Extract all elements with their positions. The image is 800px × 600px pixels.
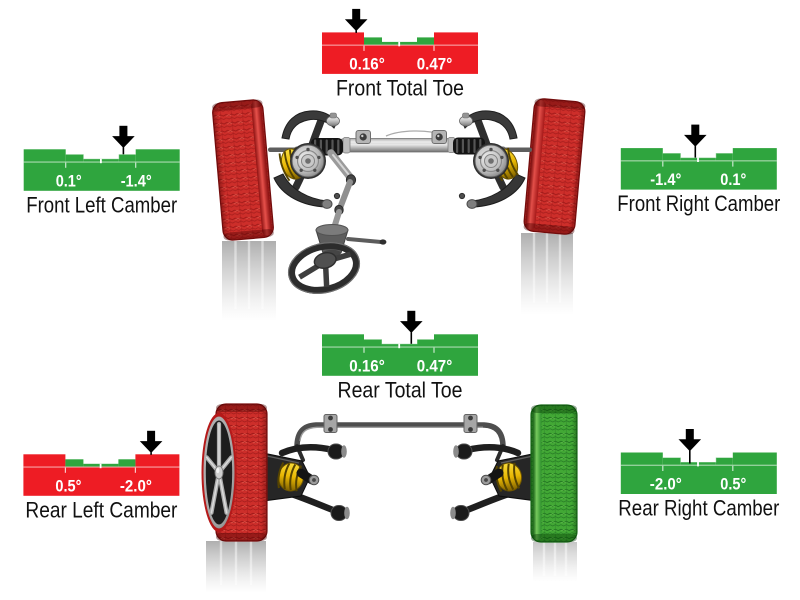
svg-text:0.5°: 0.5° — [55, 477, 81, 495]
svg-text:Rear Left Camber: Rear Left Camber — [25, 497, 177, 522]
svg-text:-1.4°: -1.4° — [650, 171, 681, 189]
svg-text:Front Total Toe: Front Total Toe — [336, 75, 464, 100]
svg-text:-2.0°: -2.0° — [120, 477, 152, 495]
svg-text:0.47°: 0.47° — [417, 55, 453, 73]
svg-text:Rear Right Camber: Rear Right Camber — [618, 496, 779, 521]
svg-text:0.16°: 0.16° — [349, 357, 385, 375]
svg-text:Rear Total Toe: Rear Total Toe — [338, 377, 463, 402]
svg-text:Front Right Camber: Front Right Camber — [617, 191, 780, 216]
svg-text:Front Left Camber: Front Left Camber — [26, 192, 177, 217]
svg-text:0.16°: 0.16° — [349, 55, 385, 73]
svg-text:0.1°: 0.1° — [56, 172, 82, 190]
svg-text:0.5°: 0.5° — [720, 476, 746, 494]
svg-text:0.1°: 0.1° — [720, 171, 746, 189]
svg-text:-1.4°: -1.4° — [121, 172, 152, 190]
svg-text:-2.0°: -2.0° — [650, 476, 682, 494]
svg-text:0.47°: 0.47° — [417, 357, 453, 375]
